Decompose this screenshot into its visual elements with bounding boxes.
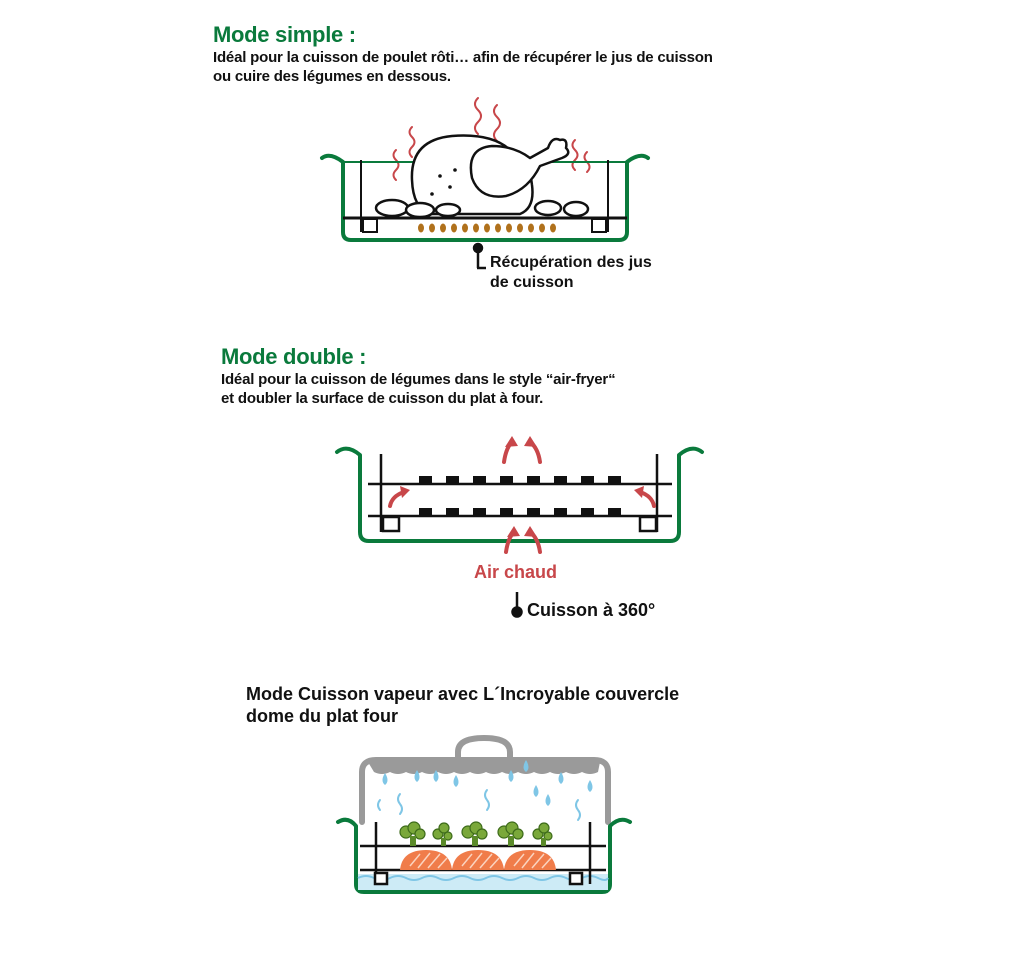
juice-callout-pointer [472, 242, 486, 270]
baking-dish-double [335, 446, 704, 543]
salmon-stripes [409, 852, 552, 869]
broccoli-stems [410, 836, 546, 846]
double-mode-title: Mode double : [221, 344, 367, 369]
chicken-seasoning-dots [430, 168, 457, 196]
simple-mode-title: Mode simple : [213, 22, 356, 47]
juice-callout-line2: de cuisson [490, 274, 574, 291]
water-drops [382, 760, 593, 806]
double-mode-description-line2: et doubler la surface de cuisson du plat… [221, 390, 544, 407]
food-pieces-upper-rack [419, 476, 621, 484]
simple-mode-diagram [320, 97, 650, 270]
pan-inner-walls [343, 160, 627, 233]
baking-dish-steam [336, 817, 632, 894]
steam-wisps-blue [377, 789, 581, 821]
lid-condensation [368, 762, 600, 774]
juice-drops [418, 223, 556, 233]
steam-mode-title-line2: dome du plat four [246, 706, 398, 726]
cooking-360-pointer [511, 592, 523, 618]
dome-lid [359, 735, 611, 825]
simple-mode-description-line2: ou cuire des légumes en dessous. [213, 68, 451, 85]
double-mode-description-line1: Idéal pour la cuisson de légumes dans le… [221, 371, 616, 388]
food-pieces-lower-rack [419, 508, 621, 516]
double-racks [368, 454, 672, 533]
cooking-360-label: Cuisson à 360° [527, 600, 656, 620]
steam-mode-title-line1: Mode Cuisson vapeur avec L´Incroyable co… [246, 684, 680, 704]
double-mode-diagram [335, 436, 704, 618]
hot-air-label: Air chaud [474, 562, 558, 582]
juice-callout-line1: Récupération des jus [490, 254, 652, 271]
simple-mode-description-line1: Idéal pour la cuisson de poulet rôti… af… [213, 49, 713, 66]
hot-air-arrowheads [400, 436, 644, 537]
steam-mode-diagram [336, 735, 632, 894]
hot-air-arrows [388, 440, 656, 554]
roast-chicken-illustration [374, 134, 590, 219]
